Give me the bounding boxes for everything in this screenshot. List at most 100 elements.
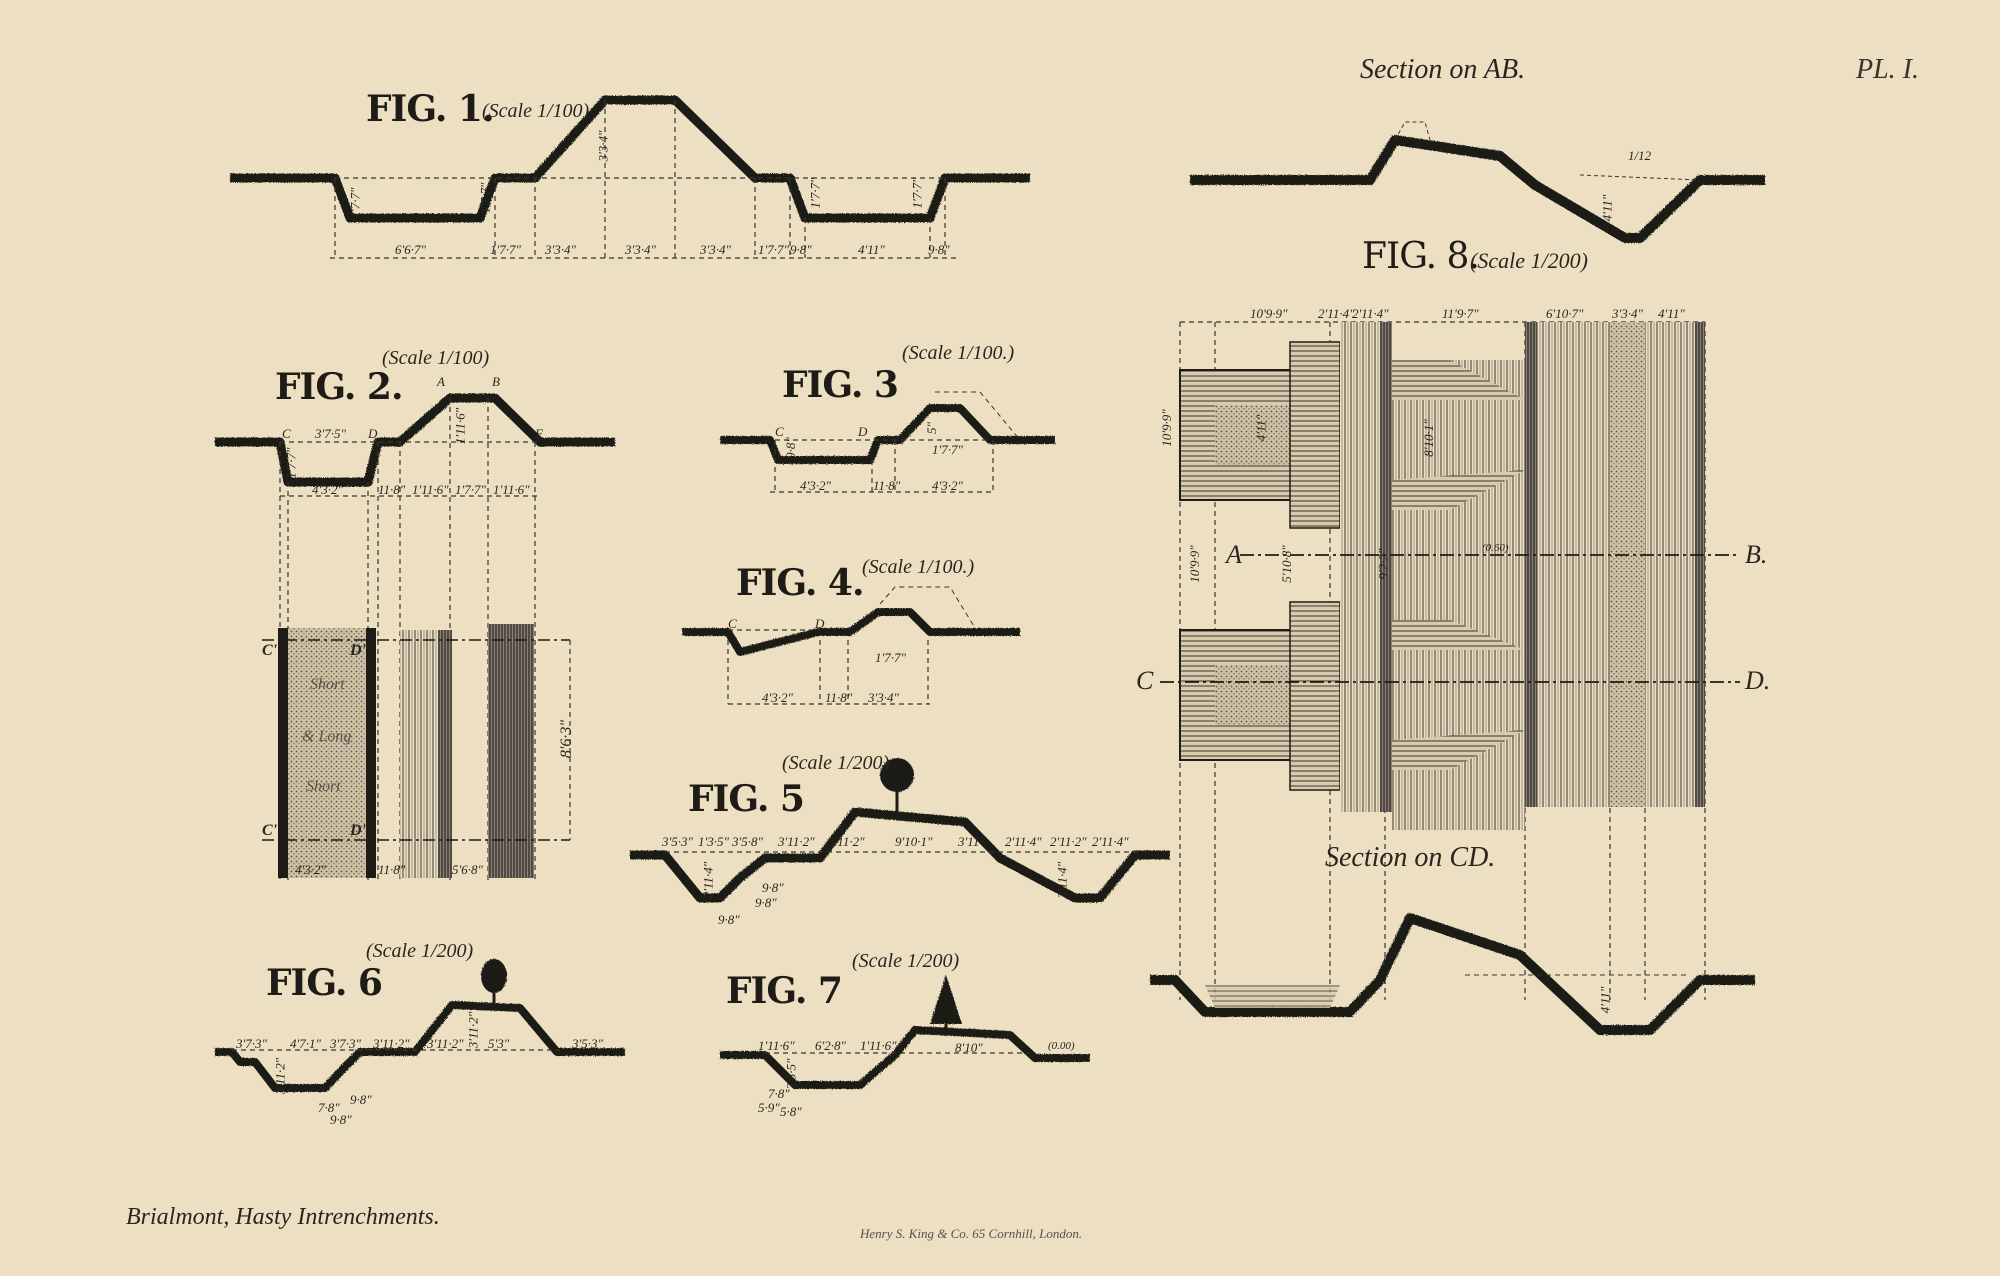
fig1-vdim: 1'7·7" xyxy=(807,177,823,209)
fig8-vdim: 8'10·1" xyxy=(1420,419,1436,457)
fig3-dim: 4'3·2" xyxy=(932,478,963,493)
fig2-point-label: C xyxy=(282,426,291,441)
fig7-title: FIG. 7 xyxy=(726,970,843,1012)
fig4-point-label: D xyxy=(815,616,825,631)
fig6-vdim: 9·8" xyxy=(330,1112,352,1127)
fig4-dim: 3'3·4" xyxy=(868,690,899,705)
fig3-profile xyxy=(720,391,1055,493)
fig2-dim: 1'11·6" xyxy=(493,482,530,497)
fig1-vdim: 3'3·4" xyxy=(595,130,611,162)
fig8-plan xyxy=(1160,321,1740,1000)
fig8-dim: 2'11·4" xyxy=(1352,306,1389,321)
fig1-vdim: 1'7·7" xyxy=(347,187,363,219)
fig5-vdim: 9·8" xyxy=(755,895,777,910)
fig1-scale: (Scale 1/100) xyxy=(482,100,590,122)
fig6-dim: 3'7·3" xyxy=(330,1036,361,1051)
fig5-dim: 3'11·2" xyxy=(778,834,815,849)
fig5-dim: 9'10·1" xyxy=(895,834,933,849)
fig2-plan-label: C' xyxy=(262,822,278,839)
fig2-scale: (Scale 1/100) xyxy=(382,347,490,369)
fig1-dim: 4'11" xyxy=(858,242,885,257)
fig1-title: FIG. 1. xyxy=(366,88,495,130)
fig8-section-ab-note: 1/12 xyxy=(1628,148,1652,163)
fig5-dim: 3'5·3" xyxy=(662,834,693,849)
fig8-dim: 4'11" xyxy=(1658,306,1685,321)
fig2-point-label: F xyxy=(535,426,543,441)
fig6-dim: 4'7·1" xyxy=(290,1036,321,1051)
fig6-dim: 3'11·2" xyxy=(373,1036,410,1051)
fig1-dim: 1'7·7" xyxy=(490,242,521,257)
fig6-title: FIG. 6 xyxy=(266,962,383,1004)
fig2-vdim: 1'7·7" xyxy=(283,447,299,479)
fig3-vdim: 5" xyxy=(923,422,939,434)
fig3-point-label: C xyxy=(775,424,784,439)
fig7-dim: 1'11·6" xyxy=(758,1038,795,1053)
fig2-plan-note: Short xyxy=(306,778,341,795)
fig7-vdim: 5·8" xyxy=(780,1104,802,1119)
fig4-dim: 1'7·7" xyxy=(875,650,906,665)
fig8-vdim: 10'9·9" xyxy=(1186,545,1202,583)
fig6-vdim: 7·8" xyxy=(318,1100,340,1115)
fig8-section-cd-title: Section on CD. xyxy=(1325,842,1496,873)
fig2-plan-note: Short xyxy=(310,676,345,693)
fig3-dim: 4'3·2" xyxy=(800,478,831,493)
fig2-vdim: 1'11·6" xyxy=(452,407,468,445)
fig2-dim: 11·8" xyxy=(378,482,406,497)
fig5-dim: 2'11·4" xyxy=(1092,834,1129,849)
fig5-dim: 3'5·8" xyxy=(732,834,763,849)
deciduous-tree-icon xyxy=(880,758,914,812)
fig2-plan-dim: 5'6·8" xyxy=(452,862,483,877)
fig8-title: FIG. 8. xyxy=(1362,236,1480,277)
fig6-dim: 3'7·3" xyxy=(236,1036,267,1051)
fig7-dim: 6'2·8" xyxy=(815,1038,846,1053)
fig7-profile xyxy=(720,975,1090,1089)
fig8-section-cd xyxy=(1150,913,1755,1035)
deciduous-tree-icon xyxy=(481,959,507,1005)
fig8-vdim: 9'2·2" xyxy=(1375,548,1391,580)
fig1-dim: 3'3·4" xyxy=(700,242,731,257)
fig6-dim: 5'3" xyxy=(488,1036,510,1051)
fig5-vdim: 9·8" xyxy=(718,912,740,927)
fig6-vdim: 9·8" xyxy=(350,1092,372,1107)
fig8-dim: 10'9·9" xyxy=(1250,306,1288,321)
fig5-profile xyxy=(630,758,1170,903)
fig6-profile xyxy=(215,959,625,1092)
fig2-plan-note: & Long xyxy=(302,728,352,745)
fig8-vdim: 4'11" xyxy=(1599,194,1615,222)
fig8-point-label-c: C xyxy=(1136,666,1154,695)
conifer-tree-icon xyxy=(930,975,962,1032)
fig2-point-label: B xyxy=(492,374,500,389)
fig4-point-label: C xyxy=(728,616,737,631)
fig1-dim: 1'7·7" xyxy=(758,242,789,257)
fig8-vdim: 4'11" xyxy=(1597,986,1613,1014)
publisher-caption: Henry S. King & Co. 65 Cornhill, London. xyxy=(860,1226,1083,1241)
fig5-dim: 2'11·4" xyxy=(1005,834,1042,849)
fig7-vdim: 2'5·5" xyxy=(783,1058,799,1090)
fig8-vdim: 10'9·9" xyxy=(1158,409,1174,447)
fig1-vdim: 1'7·7" xyxy=(909,177,925,209)
fig2-dim: 1'7·7" xyxy=(455,482,486,497)
fig5-scale: (Scale 1/200) xyxy=(782,752,890,774)
fig6-dim: 3'5·3" xyxy=(572,1036,603,1051)
fig1-vdim: 1'7·7" xyxy=(477,182,493,214)
fig3-vdim: 9·8" xyxy=(782,437,798,459)
fig8-elevation-note: (0.60) xyxy=(1482,542,1509,554)
fig6-dim: 3'11·2" xyxy=(427,1036,464,1051)
fig2-title: FIG. 2. xyxy=(275,366,404,408)
fig5-vdim: 2'11·4" xyxy=(700,861,716,899)
fig5-vdim: 2'11·4" xyxy=(1054,861,1070,899)
fig8-dim: 3'3·4" xyxy=(1612,306,1643,321)
fig7-vdim: 7·8" xyxy=(768,1086,790,1101)
fig8-dim: 6'10·7" xyxy=(1546,306,1584,321)
fig1-profile xyxy=(230,95,1030,259)
fig2-plan-label: D' xyxy=(350,822,366,839)
fig8-point-label-d: D. xyxy=(1745,666,1771,695)
fig1-dim: 3'3·4" xyxy=(545,242,576,257)
fig7-dim: (0.00) xyxy=(1048,1040,1075,1052)
fig5-dim: 3'11" xyxy=(958,834,985,849)
fig2-plan-dim: 8'6·3" xyxy=(558,719,576,759)
book-title-caption: Brialmont, Hasty Intrenchments. xyxy=(126,1204,440,1230)
fig1-dim: 9·8" xyxy=(928,242,950,257)
fig8-dim: 2'11·4" xyxy=(1318,306,1355,321)
